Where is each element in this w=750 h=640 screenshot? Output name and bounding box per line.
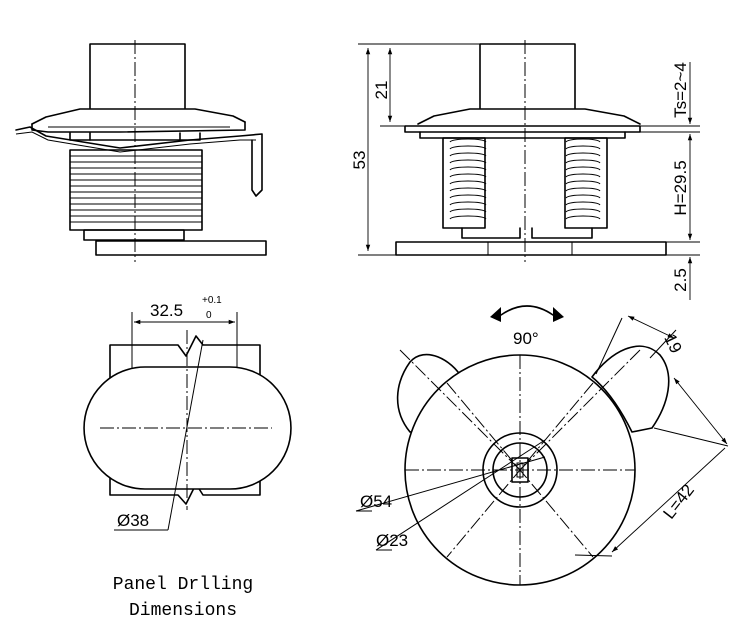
- dim-25-label: 2.5: [671, 268, 690, 292]
- caption-line-2: Dimensions: [129, 601, 237, 621]
- dim-53-label: 53: [350, 151, 369, 170]
- spring-left: [449, 138, 487, 220]
- caption: Panel Drlling Dimensions: [113, 575, 253, 621]
- dim-ts-label: Ts=2~4: [671, 62, 690, 118]
- dim-l-label: L=42: [659, 481, 698, 523]
- section-view-labels: 53 21 Ts=2~4 H=29.5 2.5: [350, 62, 690, 292]
- dim-19-label: 19: [660, 331, 685, 356]
- dia-54-label: Ø54: [360, 492, 392, 511]
- spring-right: [565, 138, 601, 220]
- section-view-right: [358, 40, 700, 300]
- dia-38-label: Ø38: [117, 511, 149, 530]
- top-view: [355, 305, 729, 586]
- panel-drilling-labels: 32.5 +0.1 0 Ø38: [117, 295, 222, 530]
- panel-drilling-view: [83, 312, 292, 531]
- dim-325-label: 32.5: [150, 301, 183, 320]
- dim-21-label: 21: [372, 81, 391, 100]
- side-view-left: [15, 40, 267, 262]
- rotation-90-label: 90°: [513, 329, 539, 348]
- dim-h-label: H=29.5: [671, 160, 690, 215]
- tolerance-upper: +0.1: [202, 295, 222, 306]
- caption-line-1: Panel Drlling: [113, 575, 253, 595]
- tolerance-lower: 0: [206, 310, 212, 321]
- dia-23-label: Ø23: [376, 531, 408, 550]
